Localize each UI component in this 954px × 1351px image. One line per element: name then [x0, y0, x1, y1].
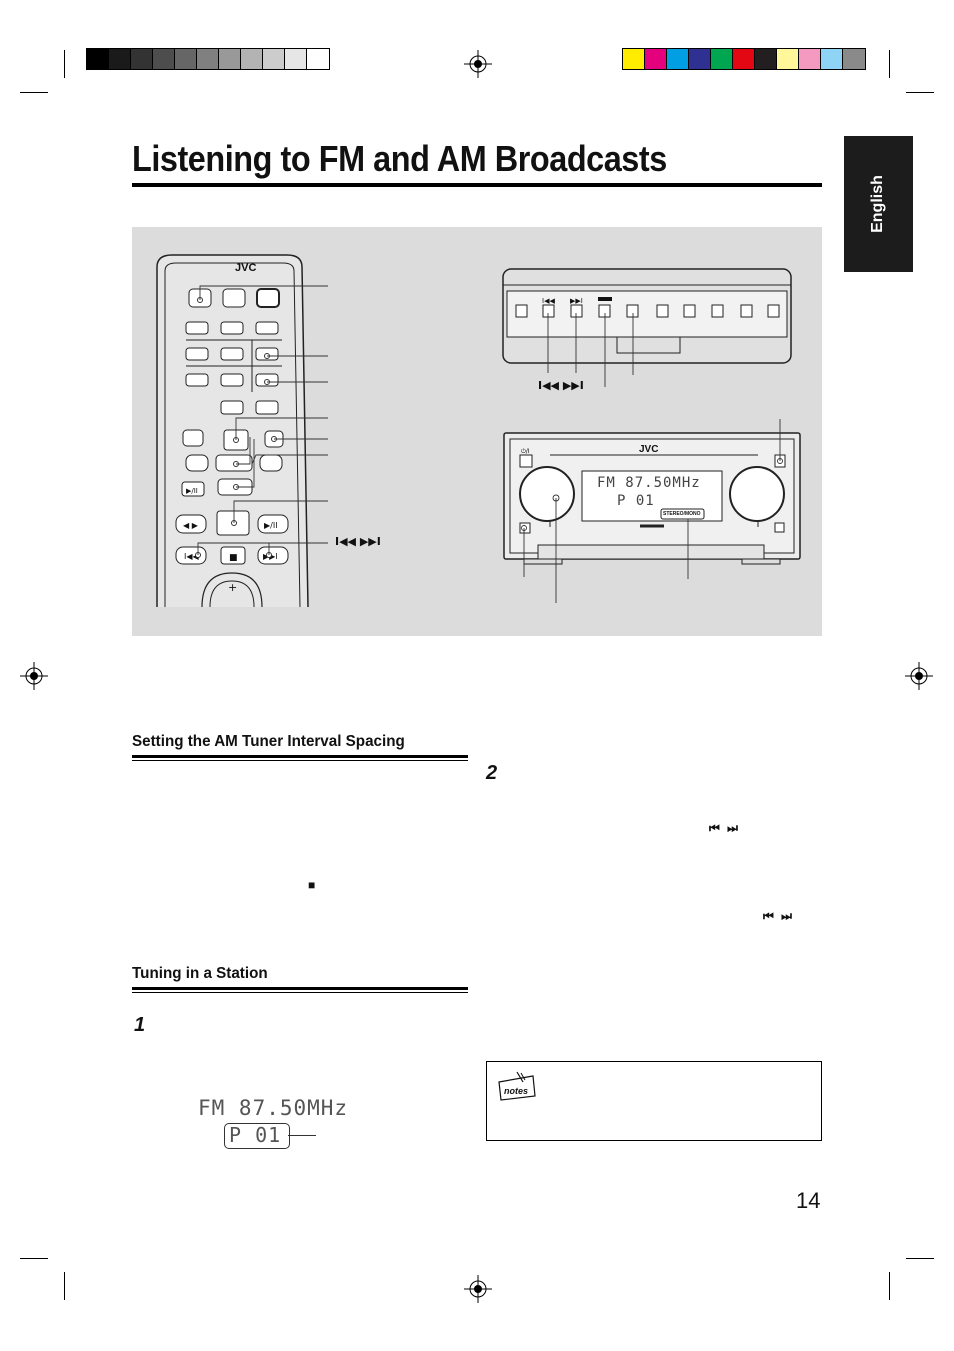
crop-mark	[64, 50, 65, 78]
page-number: 14	[796, 1188, 821, 1213]
color-swatch	[777, 49, 799, 69]
stereo-mono-indicator: STEREO/MONO	[663, 511, 701, 517]
standby-icon: ⏻/I	[521, 448, 530, 455]
skip-back-icon: I◀◀	[542, 297, 555, 305]
color-swatch	[87, 49, 109, 69]
stop-icon: ■	[229, 553, 238, 563]
color-bar	[622, 48, 866, 70]
color-swatch	[153, 49, 175, 69]
step-number: 1	[134, 1014, 146, 1036]
unit-top-button	[515, 304, 528, 318]
color-swatch	[711, 49, 733, 69]
color-swatch	[131, 49, 153, 69]
crop-mark	[20, 1258, 48, 1259]
device-illustration: JVC ▶/II	[156, 254, 801, 608]
unit-skip-label: I◀◀ ▶▶I	[538, 379, 584, 392]
registration-mark-icon	[905, 662, 933, 690]
unit-top-button	[740, 304, 753, 318]
unit-top-button	[656, 304, 669, 318]
rewind-play-icon: ◀ ▶	[183, 521, 199, 530]
color-swatch	[109, 49, 131, 69]
remote-skip-label: I◀◀ ▶▶I	[335, 535, 381, 548]
section-rule	[132, 992, 468, 993]
unit-display-line1: FM 87.50MHz	[597, 475, 701, 491]
unit-brand-logo: JVC	[639, 444, 658, 455]
registration-mark-icon	[20, 662, 48, 690]
language-tab: English	[844, 136, 913, 272]
notes-icon: notes	[498, 1071, 536, 1101]
color-swatch	[843, 49, 865, 69]
section-heading-am-interval: Setting the AM Tuner Interval Spacing	[132, 733, 405, 750]
color-swatch	[175, 49, 197, 69]
stop-bar-icon	[598, 297, 612, 301]
play-pause-icon: ▶/II	[186, 487, 198, 495]
color-swatch	[219, 49, 241, 69]
color-swatch	[645, 49, 667, 69]
section-rule	[132, 760, 468, 761]
color-swatch	[755, 49, 777, 69]
display-sample-line2: P 01	[229, 1123, 282, 1147]
title-rule	[132, 183, 822, 187]
top-button-row	[515, 304, 780, 318]
unit-top-button	[542, 304, 555, 318]
step-number: 2	[486, 762, 498, 784]
registration-mark-icon	[464, 50, 492, 78]
grayscale-bar	[86, 48, 330, 70]
crop-mark	[906, 1258, 934, 1259]
unit-top-button	[711, 304, 724, 318]
color-swatch	[689, 49, 711, 69]
color-swatch	[241, 49, 263, 69]
notes-box: notes	[486, 1061, 822, 1141]
crop-mark	[889, 1272, 890, 1300]
play-pause-icon: ▶/II	[264, 521, 278, 530]
skip-buttons-icon: ⏮ ⏭	[709, 821, 740, 835]
section-rule	[132, 987, 468, 990]
callout-line	[288, 1135, 316, 1136]
color-swatch	[623, 49, 645, 69]
color-swatch	[799, 49, 821, 69]
crop-mark	[889, 50, 890, 78]
unit-top-button	[767, 304, 780, 318]
preset-indicator-box	[224, 1123, 290, 1149]
volume-plus-icon: +	[228, 581, 237, 594]
crop-mark	[64, 1272, 65, 1300]
page-title: Listening to FM and AM Broadcasts	[132, 138, 667, 179]
unit-display-line2: P 01	[617, 493, 655, 509]
color-swatch	[285, 49, 307, 69]
skip-forward-icon: ▶▶I	[570, 297, 583, 305]
notes-icon-label: notes	[504, 1086, 528, 1096]
main-unit-front	[503, 432, 801, 565]
stop-icon: ■	[308, 878, 316, 892]
crop-mark	[20, 92, 48, 93]
language-tab-label: English	[869, 175, 886, 233]
color-swatch	[821, 49, 843, 69]
registration-mark-icon	[464, 1275, 492, 1303]
skip-buttons-icon: ⏮ ⏭	[763, 909, 794, 923]
section-rule	[132, 755, 468, 758]
color-swatch	[263, 49, 285, 69]
color-swatch	[307, 49, 329, 69]
illustration-panel: JVC ▶/II	[132, 227, 822, 636]
crop-mark	[906, 92, 934, 93]
color-swatch	[733, 49, 755, 69]
unit-top-button	[598, 304, 611, 318]
skip-back-icon: I◀◀	[184, 552, 200, 561]
unit-top-button	[570, 304, 583, 318]
remote-control: JVC ▶/II	[156, 254, 328, 608]
color-swatch	[197, 49, 219, 69]
unit-top-button	[683, 304, 696, 318]
remote-brand-logo: JVC	[235, 262, 256, 274]
display-sample-line1: FM 87.50MHz	[198, 1096, 349, 1120]
section-heading-tuning: Tuning in a Station	[132, 965, 268, 982]
color-swatch	[667, 49, 689, 69]
unit-top-button	[626, 304, 639, 318]
